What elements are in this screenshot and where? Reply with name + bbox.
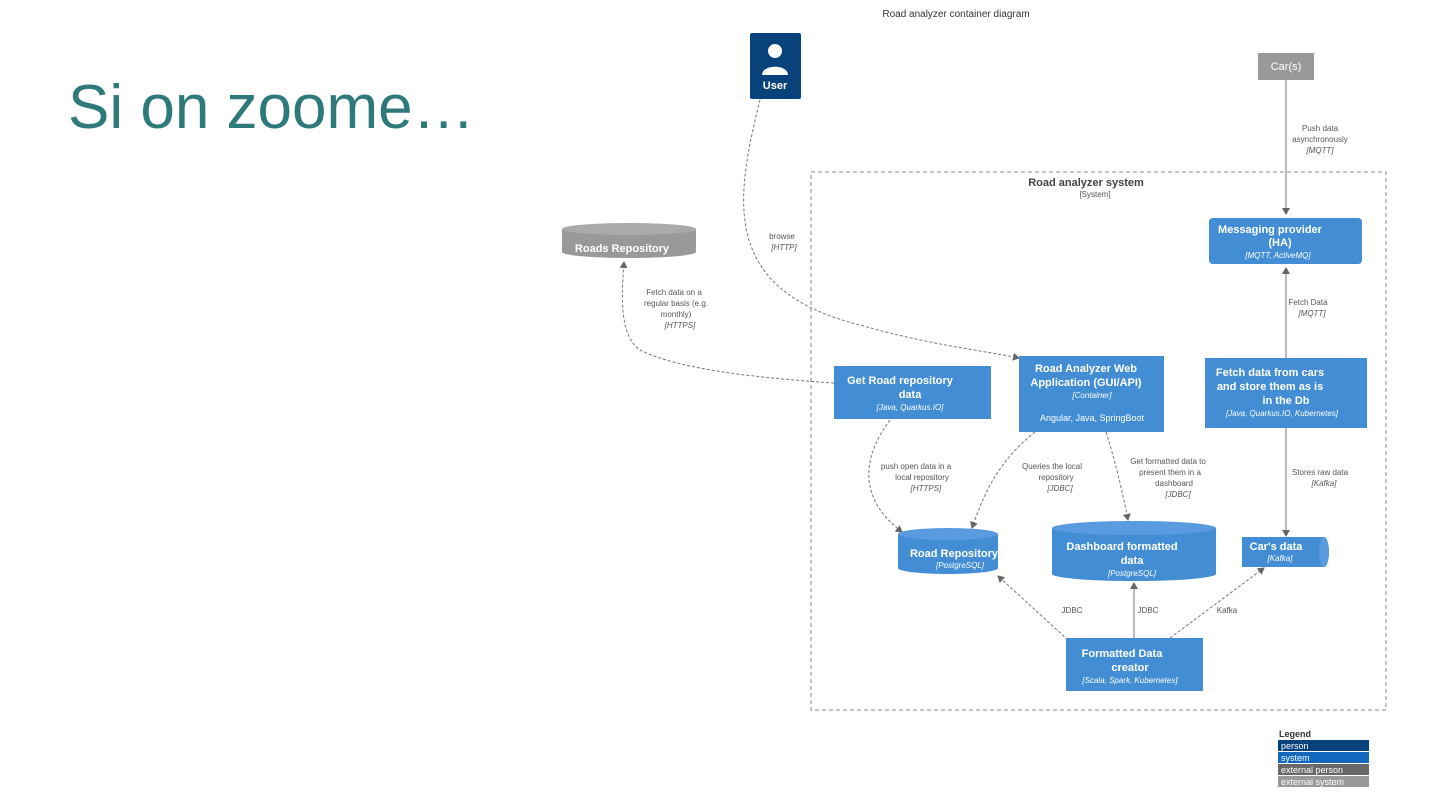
svg-text:Fetch data on a: Fetch data on a xyxy=(646,288,702,297)
dashboard-db-tech: [PostgreSQL] xyxy=(1107,569,1157,578)
relation-push-local-line xyxy=(868,419,903,533)
roads-repository-external-label: Roads Repository xyxy=(575,243,670,255)
formatted-data-creator-node[interactable]: Formatted Data creator [Scala, Spark, Ku… xyxy=(1066,638,1203,691)
web-application-node[interactable]: Road Analyzer Web Application (GUI/API) … xyxy=(1019,356,1164,432)
relation-kafka-label: Kafka xyxy=(1217,606,1238,615)
svg-text:[HTTPS]: [HTTPS] xyxy=(664,321,696,330)
svg-text:monthly): monthly) xyxy=(661,310,692,319)
relation-jdbc1-line xyxy=(997,575,1069,641)
svg-text:regular basis (e.g.: regular basis (e.g. xyxy=(644,299,708,308)
road-repository-db-node[interactable]: Road Repository [PostgreSQL] xyxy=(898,528,999,574)
relation-stores-raw-label: Stores raw data [Kafka] xyxy=(1292,468,1349,488)
fetch-cars-node[interactable]: Fetch data from cars and store them as i… xyxy=(1205,358,1367,428)
svg-text:[HTTP]: [HTTP] xyxy=(770,243,797,252)
cars-label: Car(s) xyxy=(1271,61,1302,73)
slide-title: Si on zoome… xyxy=(68,73,475,142)
get-road-tech: [Java, Quarkus.IO] xyxy=(876,403,944,412)
svg-text:repository: repository xyxy=(1038,473,1073,482)
svg-text:Push data: Push data xyxy=(1302,124,1339,133)
svg-text:Get formatted data to: Get formatted data to xyxy=(1130,457,1206,466)
boundary-name: Road analyzer system xyxy=(1028,177,1144,189)
fetch-cars-line1: Fetch data from cars xyxy=(1216,367,1324,379)
svg-text:[JDBC]: [JDBC] xyxy=(1164,490,1191,499)
svg-text:[MQTT]: [MQTT] xyxy=(1305,146,1334,155)
cars-data-label: Car's data xyxy=(1250,541,1304,553)
cars-data-tech: [Kafka] xyxy=(1267,554,1294,563)
roads-repository-external-node[interactable]: Roads Repository xyxy=(562,223,696,258)
get-road-line2: data xyxy=(899,389,923,401)
dashboard-db-node[interactable]: Dashboard formatted data [PostgreSQL] xyxy=(1052,521,1216,581)
svg-text:dashboard: dashboard xyxy=(1155,479,1193,488)
svg-text:browse: browse xyxy=(769,232,795,241)
legend-item-person: person xyxy=(1281,741,1309,751)
legend-swatch-external-person xyxy=(1278,764,1369,775)
svg-text:push open data in a: push open data in a xyxy=(881,462,952,471)
relation-push-local-label: push open data in a local repository [HT… xyxy=(881,462,952,493)
svg-text:[Kafka]: [Kafka] xyxy=(1311,479,1338,488)
relation-fetch-roads-line xyxy=(619,261,835,384)
formatted-creator-tech: [Scala, Spark, Kubernetes] xyxy=(1081,676,1178,685)
svg-text:present them in a: present them in a xyxy=(1139,468,1201,477)
svg-text:local repository: local repository xyxy=(895,473,949,482)
svg-text:[MQTT]: [MQTT] xyxy=(1297,309,1326,318)
relation-browse-label: browse [HTTP] xyxy=(769,232,797,252)
legend-item-system: system xyxy=(1281,753,1310,763)
relation-push-label: Push data asynchronously [MQTT] xyxy=(1292,124,1348,155)
formatted-creator-line1: Formatted Data xyxy=(1082,648,1164,660)
legend-item-external-person: external person xyxy=(1281,765,1343,775)
legend: Legend person system external person ext… xyxy=(1278,729,1369,787)
fetch-cars-line3: in the Db xyxy=(1262,395,1309,407)
svg-text:Stores raw data: Stores raw data xyxy=(1292,468,1349,477)
user-label: User xyxy=(763,80,788,92)
web-app-desc: Angular, Java, SpringBoot xyxy=(1040,413,1145,423)
svg-text:Fetch Data: Fetch Data xyxy=(1288,298,1328,307)
messaging-line2: (HA) xyxy=(1268,237,1292,249)
get-road-line1: Get Road repository xyxy=(847,375,954,387)
relation-get-formatted-label: Get formatted data to present them in a … xyxy=(1130,457,1206,499)
fetch-cars-tech: [Java, Quarkus.IO, Kubernetes] xyxy=(1225,409,1339,418)
svg-text:[JDBC]: [JDBC] xyxy=(1046,484,1073,493)
relation-fetch-mq-label: Fetch Data [MQTT] xyxy=(1288,298,1328,318)
web-app-line1: Road Analyzer Web xyxy=(1035,363,1137,375)
fetch-cars-line2: and store them as is xyxy=(1217,381,1323,393)
boundary-type: [System] xyxy=(1079,190,1110,199)
legend-swatch-system xyxy=(1278,752,1369,763)
cars-data-node[interactable]: Car's data [Kafka] xyxy=(1242,537,1329,567)
relation-queries-local-label: Queries the local repository [JDBC] xyxy=(1022,462,1082,493)
get-road-repository-node[interactable]: Get Road repository data [Java, Quarkus.… xyxy=(834,366,991,419)
web-app-tech: [Container] xyxy=(1071,391,1112,400)
legend-swatch-person xyxy=(1278,740,1369,751)
relation-fetch-roads-label: Fetch data on a regular basis (e.g. mont… xyxy=(644,288,708,330)
legend-swatch-external-system xyxy=(1278,776,1369,787)
dashboard-db-line2: data xyxy=(1121,555,1145,567)
messaging-tech: [MQTT, ActiveMQ] xyxy=(1244,251,1311,260)
dashboard-db-line1: Dashboard formatted xyxy=(1066,541,1177,553)
relation-kafka-line xyxy=(1169,567,1265,639)
svg-text:[HTTPS]: [HTTPS] xyxy=(910,484,942,493)
person-icon xyxy=(762,44,788,75)
road-repository-db-label: Road Repository xyxy=(910,548,999,560)
relation-queries-local-line xyxy=(970,431,1036,529)
system-boundary xyxy=(810,171,1387,711)
svg-text:Queries the local: Queries the local xyxy=(1022,462,1082,471)
user-node[interactable]: User xyxy=(750,33,801,99)
messaging-line1: Messaging provider xyxy=(1218,224,1323,236)
web-app-line2: Application (GUI/API) xyxy=(1030,377,1142,389)
relation-jdbc2-label: JDBC xyxy=(1138,606,1159,615)
legend-item-external-system: external system xyxy=(1281,777,1344,787)
relation-browse-line xyxy=(743,99,1020,361)
cars-node[interactable]: Car(s) xyxy=(1258,53,1314,80)
relation-jdbc1-label: JDBC xyxy=(1062,606,1083,615)
legend-title: Legend xyxy=(1279,729,1311,739)
relation-get-formatted-line xyxy=(1105,431,1131,521)
svg-text:asynchronously: asynchronously xyxy=(1292,135,1348,144)
diagram-title: Road analyzer container diagram xyxy=(882,9,1029,20)
messaging-provider-node[interactable]: Messaging provider (HA) [MQTT, ActiveMQ] xyxy=(1209,218,1362,264)
formatted-creator-line2: creator xyxy=(1111,662,1149,674)
road-repository-db-tech: [PostgreSQL] xyxy=(935,561,985,570)
